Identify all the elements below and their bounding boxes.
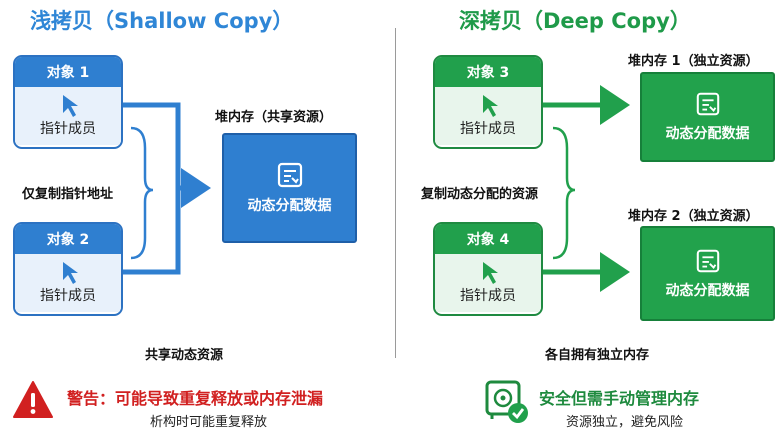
- pointer-member-label: 指针成员: [40, 121, 96, 137]
- warning-triangle-icon: [13, 381, 53, 418]
- copy-dynamic-resource-label: 复制动态分配的资源: [421, 187, 539, 202]
- cursor-arrow-icon: [483, 262, 498, 284]
- shallow-copy-title: 浅拷贝（Shallow Copy）: [30, 9, 294, 33]
- pointer-line-obj2: [118, 188, 181, 275]
- cursor-arrow-icon: [63, 262, 78, 284]
- document-list-icon: [696, 249, 719, 272]
- safe-title: 安全但需手动管理内存: [539, 389, 700, 408]
- object-4-header: 对象 4: [435, 224, 541, 254]
- shared-resource-caption: 共享动态资源: [145, 348, 224, 363]
- heap-1-box: 动态分配数据: [640, 72, 775, 162]
- warning-title: 警告：可能导致重复释放或内存泄漏: [67, 389, 324, 408]
- object-1-header: 对象 1: [15, 57, 121, 87]
- object-3-header: 对象 3: [435, 57, 541, 87]
- heap-2-label: 堆内存 2（独立资源）: [628, 209, 759, 224]
- warning-subtitle: 析构时可能重复释放: [150, 415, 268, 430]
- safe-subtitle: 资源独立，避免风险: [566, 415, 684, 430]
- object-2-card: 对象 2 指针成员: [13, 222, 123, 316]
- document-list-icon: [277, 162, 302, 188]
- left-brace: [130, 126, 154, 260]
- shared-heap-text: 动态分配数据: [247, 198, 332, 214]
- cursor-arrow-icon: [483, 95, 498, 117]
- shared-heap-box: 动态分配数据: [222, 133, 357, 243]
- heap-2-box: 动态分配数据: [640, 226, 775, 321]
- pointer-line-obj1: [118, 102, 200, 191]
- section-divider: [395, 28, 396, 358]
- deep-copy-title: 深拷贝（Deep Copy）: [459, 9, 691, 33]
- cursor-arrow-icon: [63, 95, 78, 117]
- copy-pointer-address-label: 仅复制指针地址: [22, 187, 114, 202]
- object-1-card: 对象 1 指针成员: [13, 55, 123, 149]
- pointer-member-label: 指针成员: [40, 288, 96, 304]
- object-3-card: 对象 3 指针成员: [433, 55, 543, 149]
- heap-1-label: 堆内存 1（独立资源）: [628, 54, 759, 69]
- pointer-member-label: 指针成员: [460, 288, 516, 304]
- document-list-icon: [696, 92, 719, 116]
- heap-2-text: 动态分配数据: [665, 282, 750, 299]
- shared-heap-label: 堆内存（共享资源）: [215, 110, 333, 125]
- right-brace: [552, 126, 576, 260]
- pointer-member-label: 指针成员: [460, 121, 516, 137]
- heap-1-text: 动态分配数据: [665, 126, 750, 142]
- independent-memory-caption: 各自拥有独立内存: [545, 348, 650, 363]
- object-4-card: 对象 4 指针成员: [433, 222, 543, 316]
- object-2-header: 对象 2: [15, 224, 121, 254]
- safe-check-icon: [485, 380, 528, 423]
